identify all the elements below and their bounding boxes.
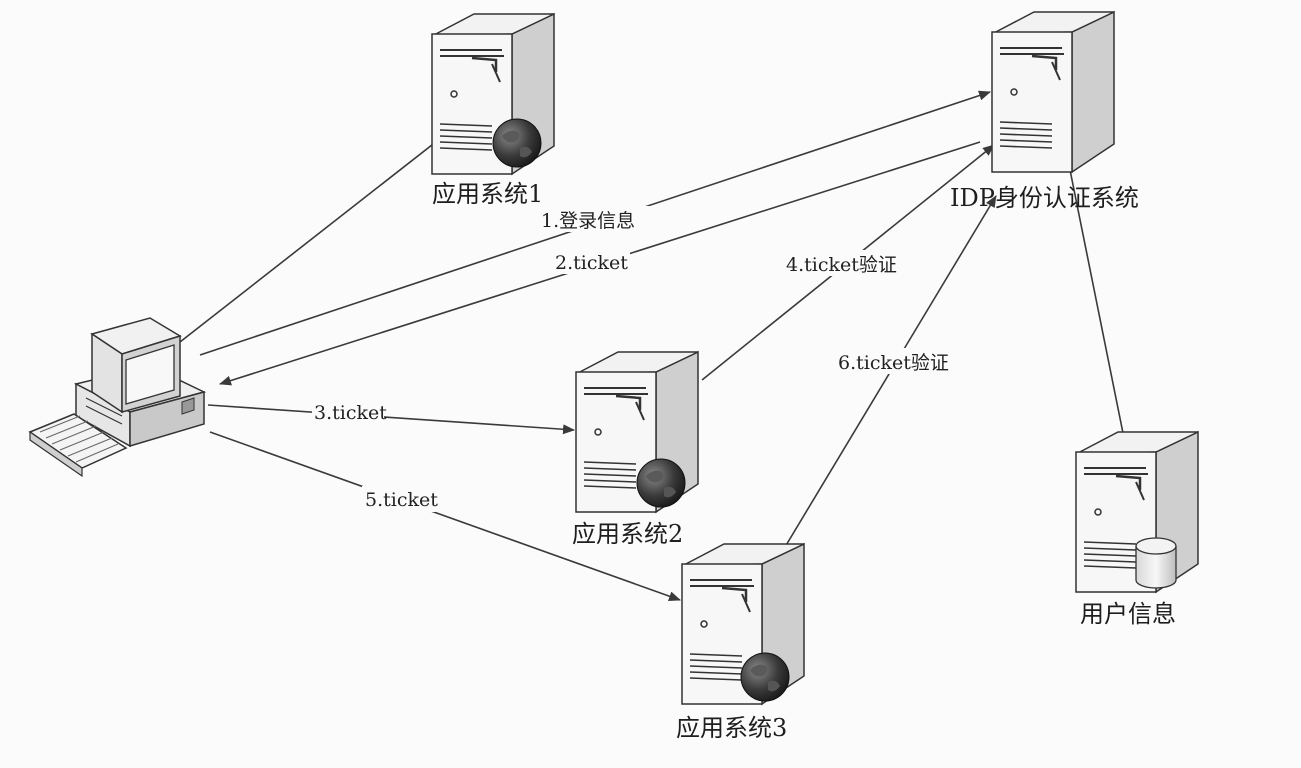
node-label-idp: IDP身份认证系统 — [950, 184, 1139, 212]
edge-label-verify-app3: 6.ticket验证 — [838, 352, 949, 374]
edge-label-ticket-return: 2.ticket — [555, 252, 628, 274]
node-app3: 应用系统3 — [676, 542, 806, 742]
edge-client-to-app2 — [207, 404, 575, 435]
globe-icon — [740, 652, 790, 702]
globe-icon — [492, 118, 542, 168]
desktop-computer-icon — [28, 317, 207, 478]
node-client — [28, 317, 207, 478]
edge-label-verify-app2: 4.ticket验证 — [786, 254, 897, 276]
edge-label-ticket-app3: 5.ticket — [365, 489, 438, 511]
node-label-userdb: 用户信息 — [1080, 600, 1176, 628]
node-app2: 应用系统2 — [572, 350, 700, 548]
node-label-app2: 应用系统2 — [572, 520, 683, 548]
database-icon — [1135, 537, 1177, 589]
node-userdb: 用户信息 — [1074, 430, 1200, 628]
node-label-app3: 应用系统3 — [676, 714, 787, 742]
edge-idp-to-userdb — [1067, 159, 1129, 449]
node-idp: IDP身份认证系统 — [950, 10, 1139, 212]
edge-client-to-app3 — [209, 431, 681, 602]
edge-label-login-info: 1.登录信息 — [541, 210, 635, 232]
node-app1: 应用系统1 — [430, 12, 556, 208]
edge-label-ticket-app2: 3.ticket — [314, 402, 387, 424]
edge-labels: 1.登录信息 2.ticket 3.ticket 4.ticket验证 5.ti… — [312, 206, 958, 512]
server-icon — [990, 10, 1116, 174]
node-label-app1: 应用系统1 — [432, 180, 543, 208]
globe-icon — [636, 458, 686, 508]
